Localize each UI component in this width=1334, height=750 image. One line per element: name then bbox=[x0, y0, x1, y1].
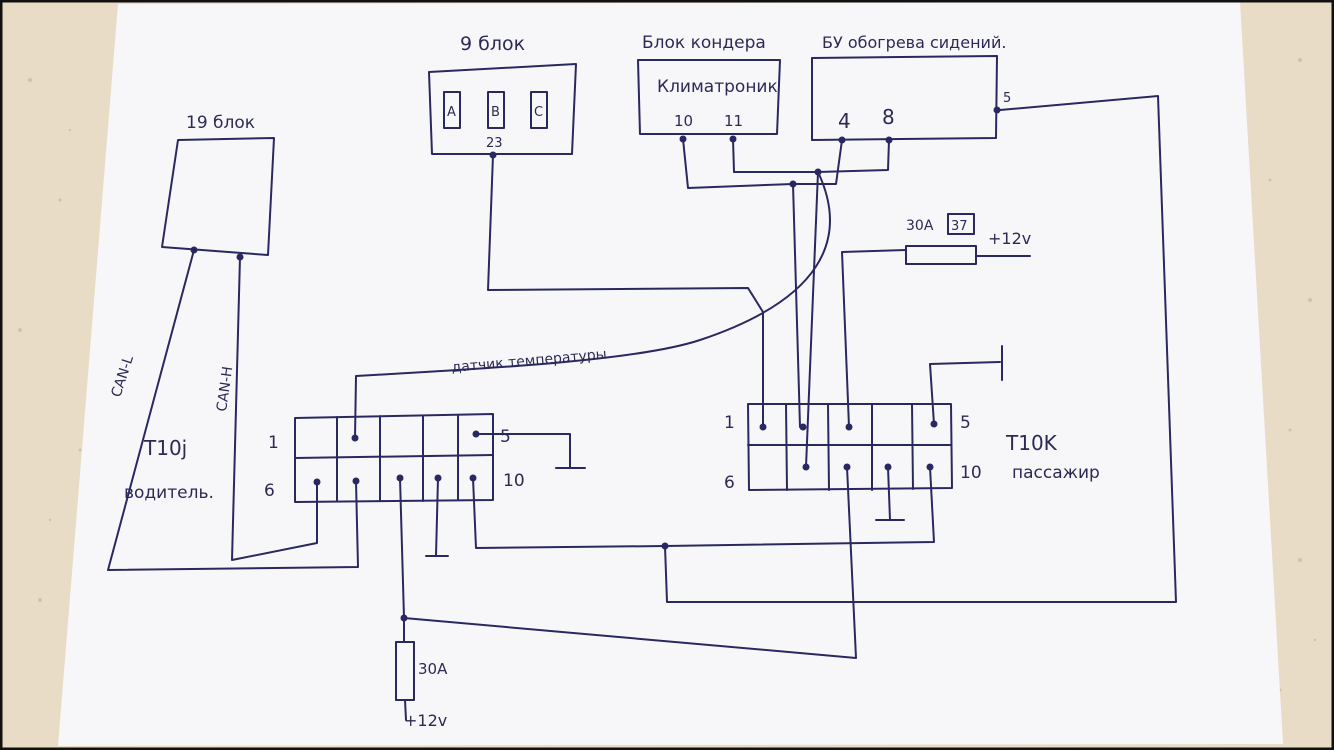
block-9-pin-a: A bbox=[447, 105, 456, 120]
connector-t10k: T10K пассажир 1 5 6 10 bbox=[724, 403, 1100, 493]
seat-heater-title: БУ обогрева сидений. bbox=[822, 33, 1006, 52]
t10j-role: водитель. bbox=[124, 483, 214, 503]
countertop-texture bbox=[18, 58, 1317, 702]
t10j-pin-5: 5 bbox=[500, 427, 511, 447]
t10k-role: пассажир bbox=[1012, 463, 1100, 483]
block-climatronic: Блок кондера Климатроник 10 11 bbox=[637, 33, 781, 143]
wire-temp-sensor bbox=[354, 171, 831, 439]
seat-heater-pin-4: 4 bbox=[838, 109, 851, 133]
connector-t10j: T10j водитель. 1 5 6 10 bbox=[124, 413, 525, 503]
climatronic-pin-11: 11 bbox=[724, 112, 743, 130]
t10j-pin-10: 10 bbox=[503, 471, 525, 491]
t10j-pin-1: 1 bbox=[268, 433, 279, 453]
block-9-title: 9 блок bbox=[460, 33, 525, 55]
t10k-pin-5: 5 bbox=[960, 413, 971, 433]
block-19: 19 блок bbox=[161, 113, 275, 261]
block-19-title: 19 блок bbox=[186, 113, 255, 133]
fuse-top-number: 37 bbox=[951, 219, 968, 234]
fuse-top-rating: 30А bbox=[906, 218, 934, 234]
wire-can-high bbox=[231, 256, 318, 561]
block-9: 9 блок A B C 23 bbox=[428, 33, 577, 159]
fuse-top-supply: +12v bbox=[988, 229, 1031, 248]
seat-heater-pin-8: 8 bbox=[882, 105, 895, 129]
t10k-pin-10: 10 bbox=[960, 463, 982, 483]
wire-can-high-label: CAN-H bbox=[214, 365, 236, 412]
paper-sheet bbox=[58, 2, 1283, 746]
t10j-pin-6: 6 bbox=[264, 481, 275, 501]
t10k-pin-1: 1 bbox=[724, 413, 735, 433]
fuse-top: 30А 37 +12v bbox=[905, 213, 1031, 265]
fuse-bottom-supply: +12v bbox=[404, 711, 447, 730]
fuse-bottom-rating: 30А bbox=[418, 660, 448, 678]
block-seat-heater: БУ обогрева сидений. 4 8 5 bbox=[811, 33, 1011, 144]
climatronic-title: Блок кондера bbox=[642, 33, 766, 53]
seat-heater-pin-5: 5 bbox=[1003, 91, 1011, 106]
block-9-pin-b: B bbox=[491, 105, 500, 120]
wire-block9-t10k bbox=[487, 154, 764, 428]
climatronic-pin-10: 10 bbox=[674, 112, 693, 130]
wire-can-low bbox=[107, 249, 359, 571]
t10k-pin-6: 6 bbox=[724, 473, 735, 493]
t10j-name: T10j bbox=[143, 436, 187, 460]
block-9-pin-number: 23 bbox=[486, 136, 503, 151]
t10k-name: T10K bbox=[1005, 431, 1058, 455]
climatronic-subtitle: Климатроник bbox=[657, 77, 778, 97]
block-9-pin-c: C bbox=[534, 105, 543, 120]
